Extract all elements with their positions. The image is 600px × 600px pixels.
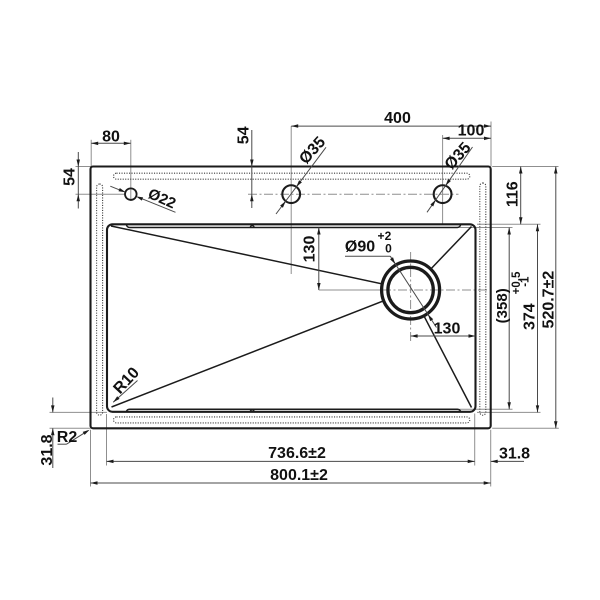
svg-text:0: 0 <box>385 241 392 255</box>
svg-text:374: 374 <box>522 303 539 330</box>
svg-text:130: 130 <box>302 236 319 263</box>
svg-text:736.6±2: 736.6±2 <box>268 445 326 462</box>
svg-text:-1: -1 <box>520 276 532 287</box>
svg-text:130: 130 <box>434 321 461 338</box>
svg-text:400: 400 <box>384 110 411 127</box>
svg-text:+2: +2 <box>378 229 392 243</box>
svg-text:(358): (358) <box>494 288 511 323</box>
svg-text:Ø90: Ø90 <box>345 239 375 256</box>
svg-text:31.8: 31.8 <box>499 446 530 463</box>
svg-text:520.7±2: 520.7±2 <box>541 271 558 329</box>
svg-text:54: 54 <box>236 126 253 144</box>
svg-text:800.1±2: 800.1±2 <box>270 467 328 484</box>
svg-text:116: 116 <box>504 181 521 207</box>
svg-text:+0.5: +0.5 <box>511 271 523 294</box>
svg-text:100: 100 <box>458 123 485 140</box>
svg-text:54: 54 <box>62 168 79 186</box>
svg-text:R2: R2 <box>57 429 78 446</box>
svg-text:80: 80 <box>102 128 120 145</box>
svg-text:31.8: 31.8 <box>39 434 56 465</box>
